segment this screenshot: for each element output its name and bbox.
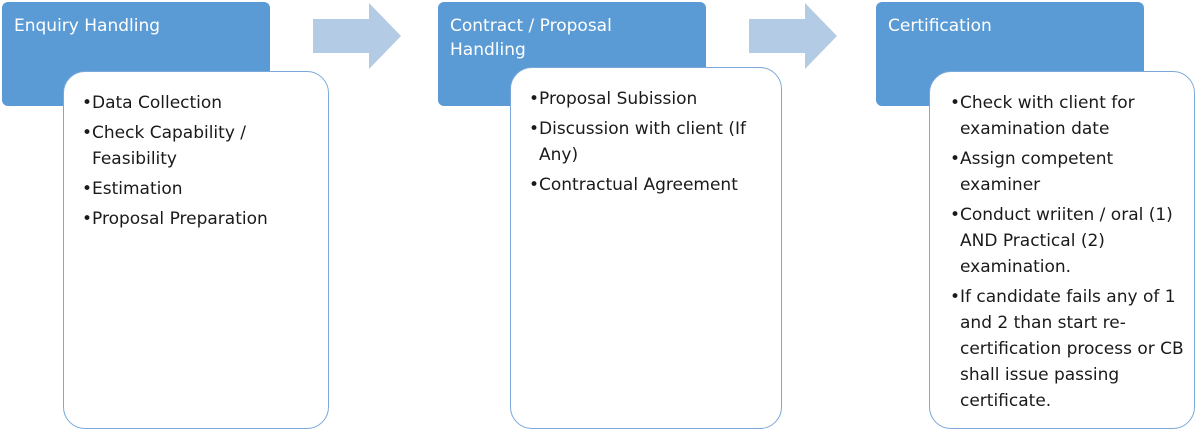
step-1-list: Data Collection Check Capability / Feasi…: [82, 90, 318, 232]
step-1-item: Check Capability / Feasibility: [82, 120, 318, 172]
step-3-item: Conduct wriiten / oral (1) AND Practical…: [950, 202, 1184, 280]
step-3-list: Check with client for examination date A…: [950, 90, 1184, 414]
step-3-item: If candidate fails any of 1 and 2 than s…: [950, 284, 1184, 414]
right-arrow-icon: [749, 3, 837, 69]
step-1-item: Proposal Preparation: [82, 206, 318, 232]
step-3-content: Check with client for examination date A…: [929, 71, 1195, 429]
arrow-shape: [749, 3, 837, 69]
step-3-title: Certification: [888, 16, 992, 36]
step-2-content: Proposal Subission Discussion with clien…: [510, 67, 782, 429]
right-arrow-icon: [313, 3, 401, 69]
arrow-shape: [313, 3, 401, 69]
step-2-item: Proposal Subission: [529, 86, 771, 112]
step-1-content: Data Collection Check Capability / Feasi…: [63, 71, 329, 429]
step-2-title: Contract / Proposal Handling: [450, 16, 612, 60]
step-3-item: Check with client for examination date: [950, 90, 1184, 142]
step-1-title: Enquiry Handling: [14, 16, 161, 36]
step-3-item: Assign competent examiner: [950, 146, 1184, 198]
step-2-list: Proposal Subission Discussion with clien…: [529, 86, 771, 198]
step-1-item: Estimation: [82, 176, 318, 202]
step-1-item: Data Collection: [82, 90, 318, 116]
step-2-item: Contractual Agreement: [529, 172, 771, 198]
step-2-item: Discussion with client (If Any): [529, 116, 771, 168]
